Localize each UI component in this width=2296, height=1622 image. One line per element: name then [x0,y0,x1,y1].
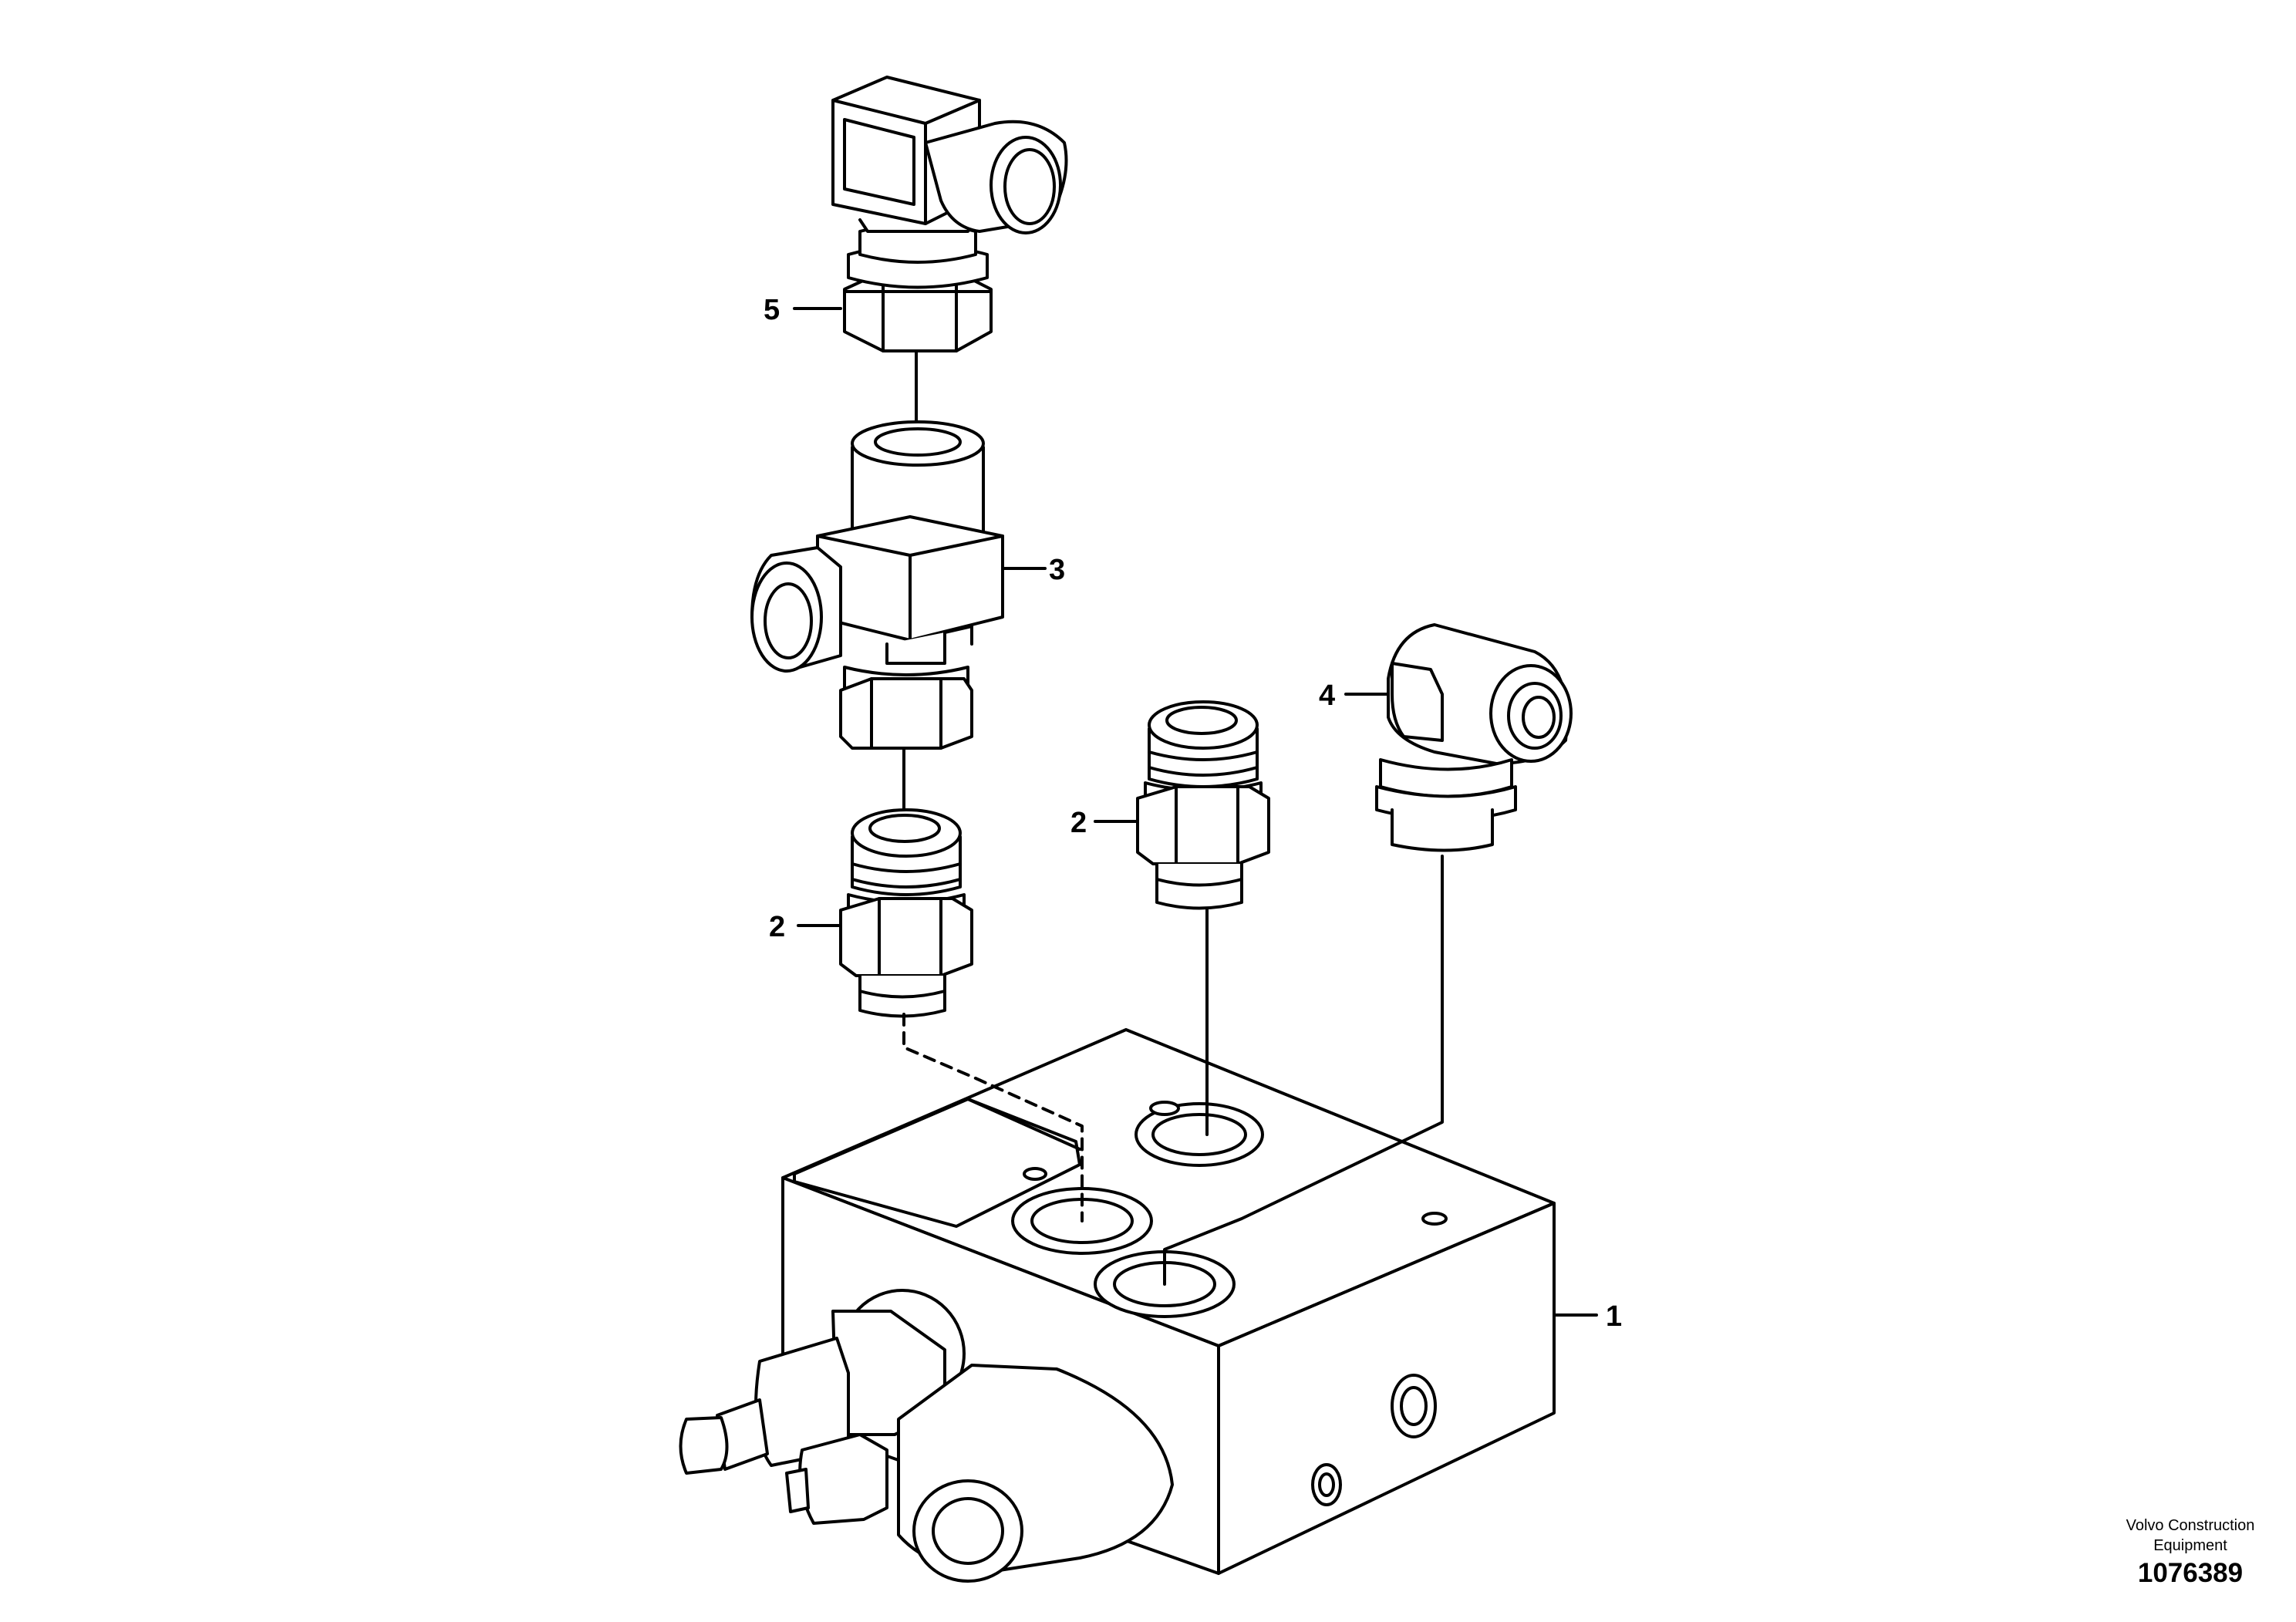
part-5-elbow-connector [831,76,1068,352]
leader-4-to-block [1163,855,1444,1286]
part-1-valve-block [679,1028,1556,1583]
callout-part-2-middle: 2 [1070,807,1087,839]
image-number: 1076389 [2137,1558,2244,1588]
callout-part-3: 3 [1049,554,1066,586]
part-2-middle-adapter [1136,700,1270,910]
part-4-elbow-fitting [1375,623,1573,852]
credit-brand-line-1: Volvo Construction [2126,1517,2255,1534]
callout-part-5: 5 [764,294,781,326]
callout-part-1: 1 [1606,1300,1623,1333]
callout-part-2-left: 2 [769,911,786,943]
leader-2left-to-block [902,1013,1084,1222]
part-2-left-adapter [839,808,973,1018]
credit-brand-line-2: Equipment [2153,1537,2227,1554]
callout-part-4: 4 [1319,679,1336,712]
part-3-tee-fitting [750,420,1004,750]
